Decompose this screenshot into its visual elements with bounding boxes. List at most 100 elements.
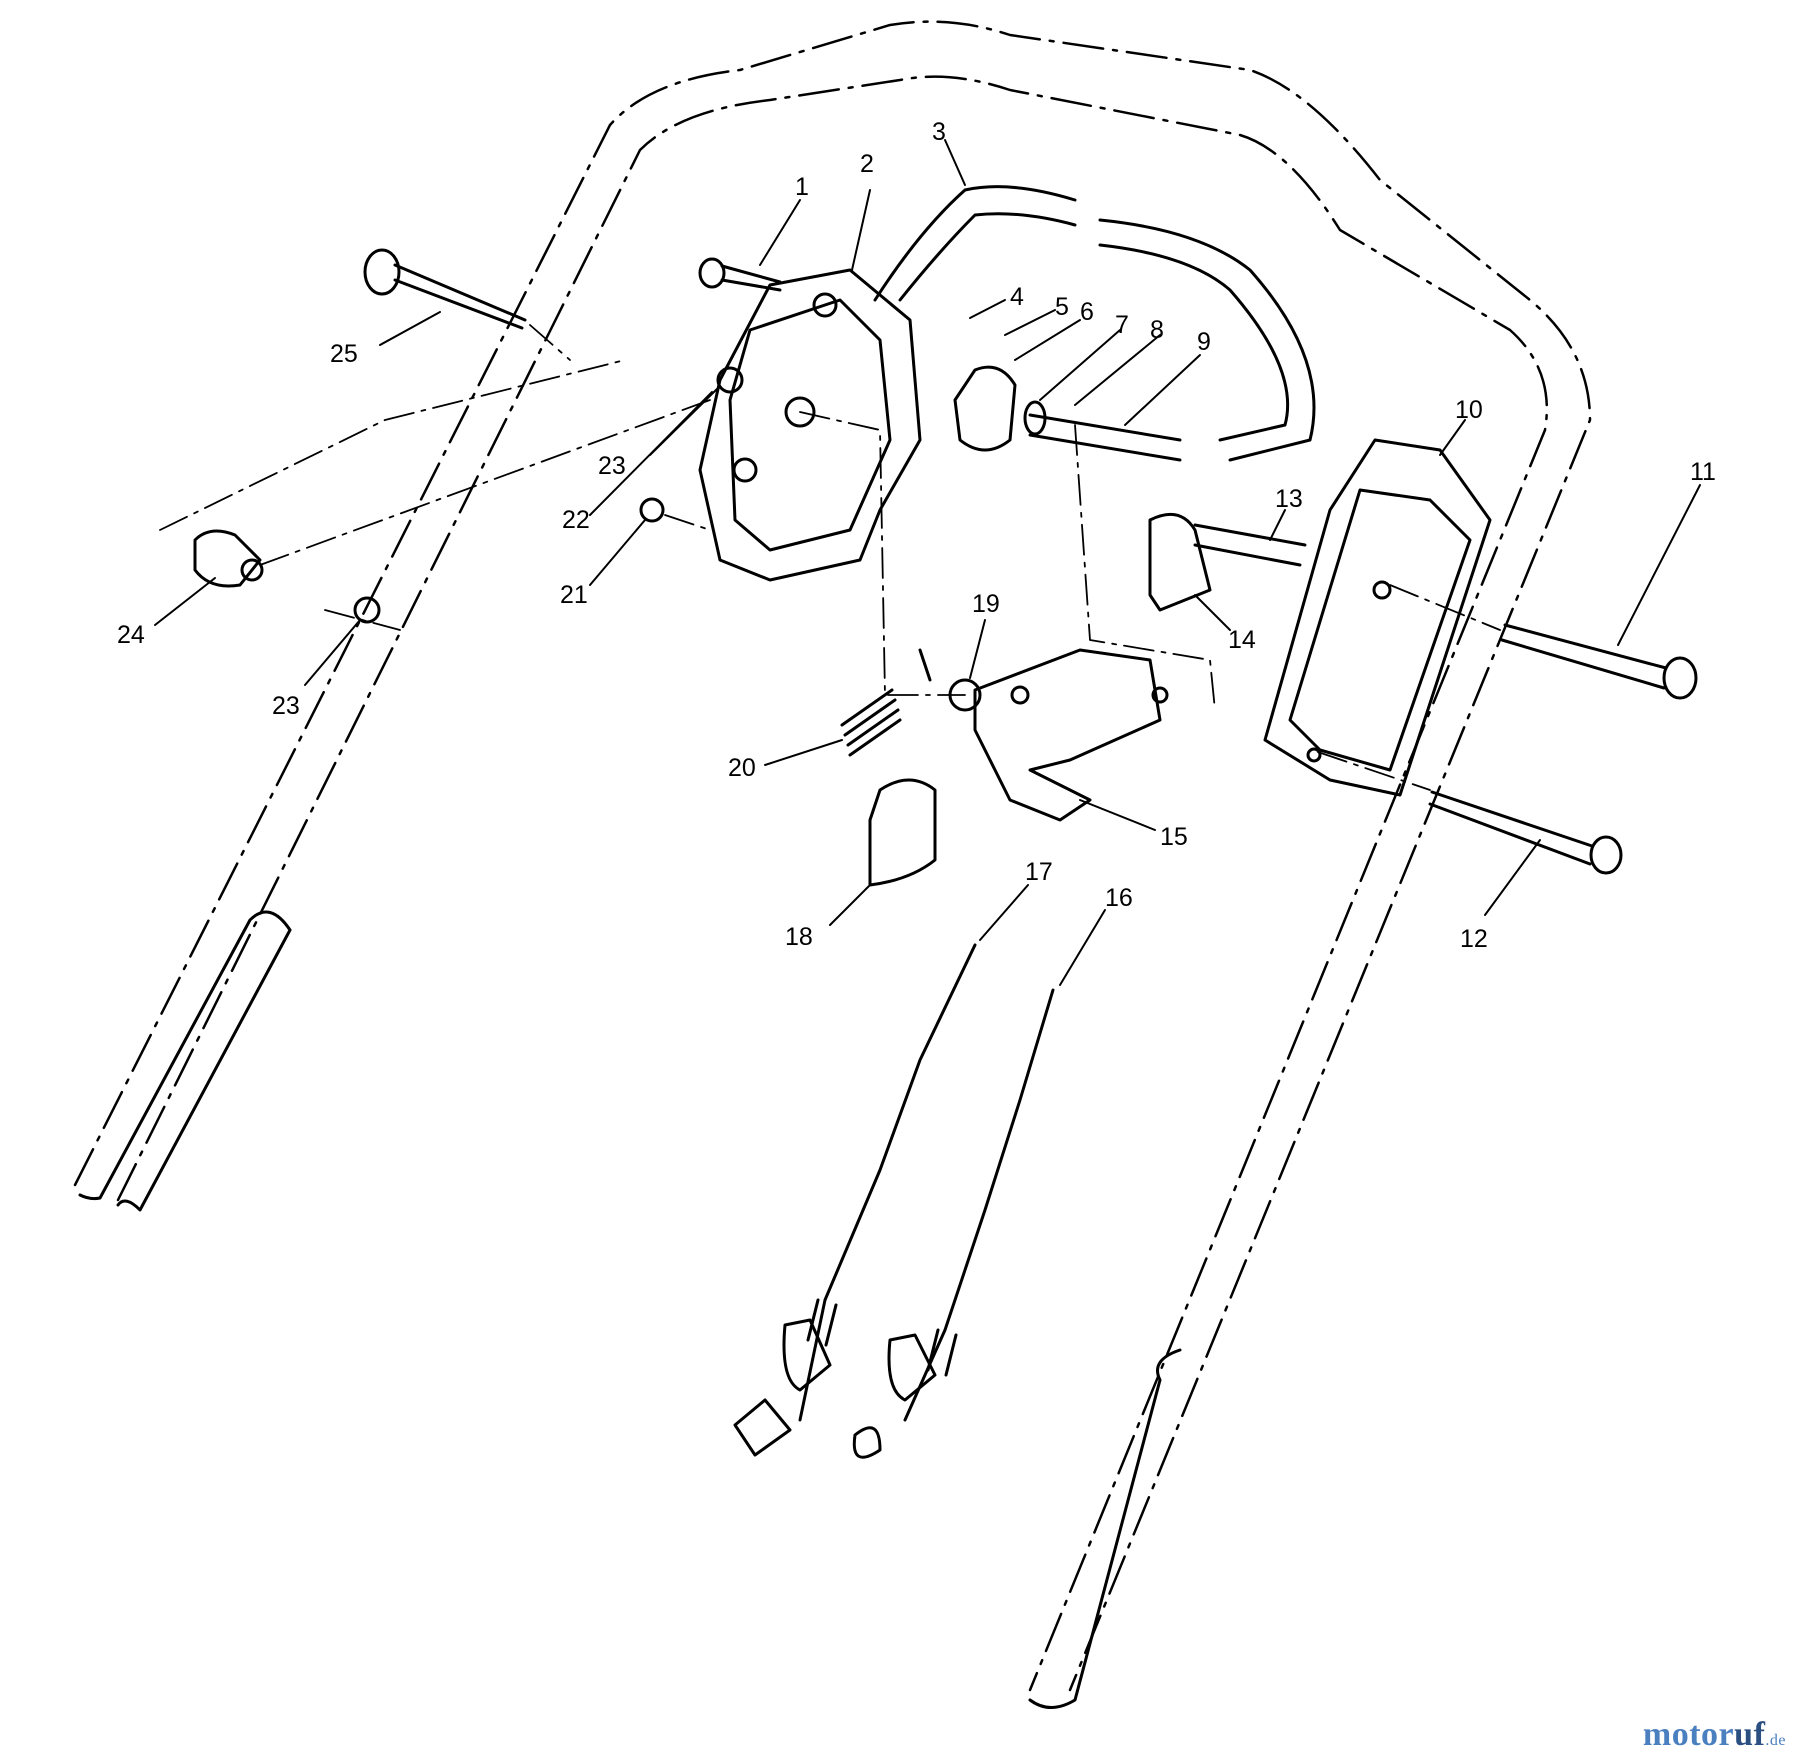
callout-8: 8 bbox=[1150, 316, 1164, 344]
bail-left-arm-inner bbox=[898, 212, 1077, 302]
bolt-11 bbox=[1500, 623, 1698, 700]
bolt-12 bbox=[1428, 790, 1623, 875]
watermark-part-b: uf bbox=[1734, 1716, 1766, 1753]
callout-23-lower: 23 bbox=[272, 692, 300, 720]
guide-nut-21 bbox=[664, 514, 711, 531]
handle-outer-outline bbox=[73, 20, 1592, 1692]
callout-6: 6 bbox=[1080, 298, 1094, 326]
cover-body bbox=[1263, 438, 1492, 797]
leader-21 bbox=[589, 519, 646, 586]
pawl-14-shaft bbox=[1193, 523, 1307, 567]
bail-left-arm bbox=[873, 185, 1077, 302]
control-housing-left bbox=[698, 268, 922, 582]
leader-7 bbox=[1039, 329, 1121, 401]
cable-17-wire bbox=[798, 943, 977, 1422]
leader-4 bbox=[969, 299, 1006, 319]
cable-16-end bbox=[852, 1333, 937, 1459]
callout-22: 22 bbox=[562, 506, 590, 534]
shaft-9 bbox=[1023, 400, 1182, 462]
cover-hole-top bbox=[1372, 580, 1392, 600]
control-bail bbox=[873, 185, 1316, 462]
control-cover-right bbox=[1263, 438, 1492, 797]
housing-inner bbox=[728, 298, 892, 552]
callout-4: 4 bbox=[1010, 283, 1024, 311]
watermark-part-a: motor bbox=[1642, 1716, 1735, 1753]
spring-20-tail bbox=[918, 648, 932, 682]
assembly-guide-lines bbox=[159, 324, 1501, 791]
bracket-15-hole-b bbox=[1151, 686, 1169, 704]
bolt-11-shank bbox=[1500, 623, 1668, 690]
leader-18 bbox=[829, 884, 871, 926]
leader-17 bbox=[979, 884, 1029, 941]
callout-15: 15 bbox=[1160, 823, 1188, 851]
callout-7: 7 bbox=[1115, 311, 1129, 339]
callout-leaders bbox=[154, 139, 1701, 986]
callout-24: 24 bbox=[117, 621, 145, 649]
callout-23-upper: 23 bbox=[598, 452, 626, 480]
bracket-15-hole-a bbox=[1010, 685, 1030, 705]
guide-bolt-25 bbox=[529, 324, 571, 361]
pawl-14 bbox=[1148, 512, 1307, 612]
callout-11: 11 bbox=[1690, 458, 1716, 486]
bail-right-arm bbox=[1098, 218, 1316, 462]
nut-21 bbox=[639, 497, 665, 523]
callout-labels: 1 2 3 4 5 6 7 8 9 10 11 12 13 14 15 16 1… bbox=[117, 118, 1716, 953]
housing-body bbox=[698, 268, 922, 582]
watermark-tld: .de bbox=[1765, 1732, 1786, 1749]
guide-pivot bbox=[799, 411, 966, 696]
leader-13 bbox=[1269, 509, 1286, 541]
leader-12 bbox=[1484, 839, 1541, 916]
washer-23-lower bbox=[353, 596, 381, 624]
washer-23-upper bbox=[716, 366, 744, 394]
guide-washer-23 bbox=[259, 399, 711, 631]
leader-20 bbox=[764, 739, 843, 766]
bolt-1-head bbox=[698, 257, 726, 289]
cable-16-wire bbox=[903, 988, 1055, 1422]
shaft-9-collar bbox=[1023, 400, 1047, 436]
cable-17 bbox=[733, 943, 977, 1457]
leader-15 bbox=[1079, 799, 1156, 831]
leader-19 bbox=[969, 619, 986, 679]
cable-17-end bbox=[733, 1318, 832, 1457]
shaft-9-body bbox=[1028, 413, 1182, 462]
callout-5: 5 bbox=[1055, 293, 1069, 321]
spacer-24-body bbox=[193, 529, 262, 588]
leader-8 bbox=[1074, 334, 1161, 406]
leader-2 bbox=[851, 189, 871, 271]
housing-bottom-boss bbox=[732, 457, 758, 483]
spacer-24-end bbox=[240, 558, 264, 582]
leader-23-upper bbox=[649, 387, 719, 456]
lever-18-body bbox=[868, 778, 937, 887]
leader-23-lower bbox=[304, 619, 361, 686]
callout-2: 2 bbox=[860, 150, 874, 178]
callout-25: 25 bbox=[330, 340, 358, 368]
leader-11 bbox=[1617, 484, 1701, 646]
bracket-15 bbox=[973, 648, 1169, 822]
housing-top-boss bbox=[812, 292, 838, 318]
bolt-12-head bbox=[1589, 835, 1623, 875]
handle-inner-outline bbox=[116, 75, 1549, 1692]
left-tube-lower bbox=[78, 910, 292, 1212]
callout-1: 1 bbox=[795, 173, 809, 201]
bolt-25-shank bbox=[393, 263, 527, 330]
callout-14: 14 bbox=[1228, 626, 1256, 654]
bolt-1 bbox=[698, 257, 782, 292]
handle-lower-tubes bbox=[78, 910, 1182, 1709]
leader-1 bbox=[759, 199, 801, 266]
callout-9: 9 bbox=[1197, 328, 1211, 356]
right-tube-lower bbox=[1028, 1348, 1182, 1709]
guide-bolt-12 bbox=[1317, 751, 1431, 791]
callout-3: 3 bbox=[932, 118, 946, 146]
guide-bolt-11 bbox=[1389, 584, 1501, 631]
bolt-25 bbox=[363, 248, 527, 330]
callout-19: 19 bbox=[972, 590, 1000, 618]
bolt-12-shank bbox=[1428, 790, 1594, 866]
leader-24 bbox=[154, 577, 216, 626]
spring-20-coil bbox=[840, 688, 902, 757]
bail-right-arm-inner bbox=[1098, 243, 1290, 442]
watermark-logo: motoruf.de bbox=[1643, 1716, 1786, 1754]
callout-21: 21 bbox=[560, 581, 588, 609]
guide-shaft bbox=[1074, 424, 1216, 711]
